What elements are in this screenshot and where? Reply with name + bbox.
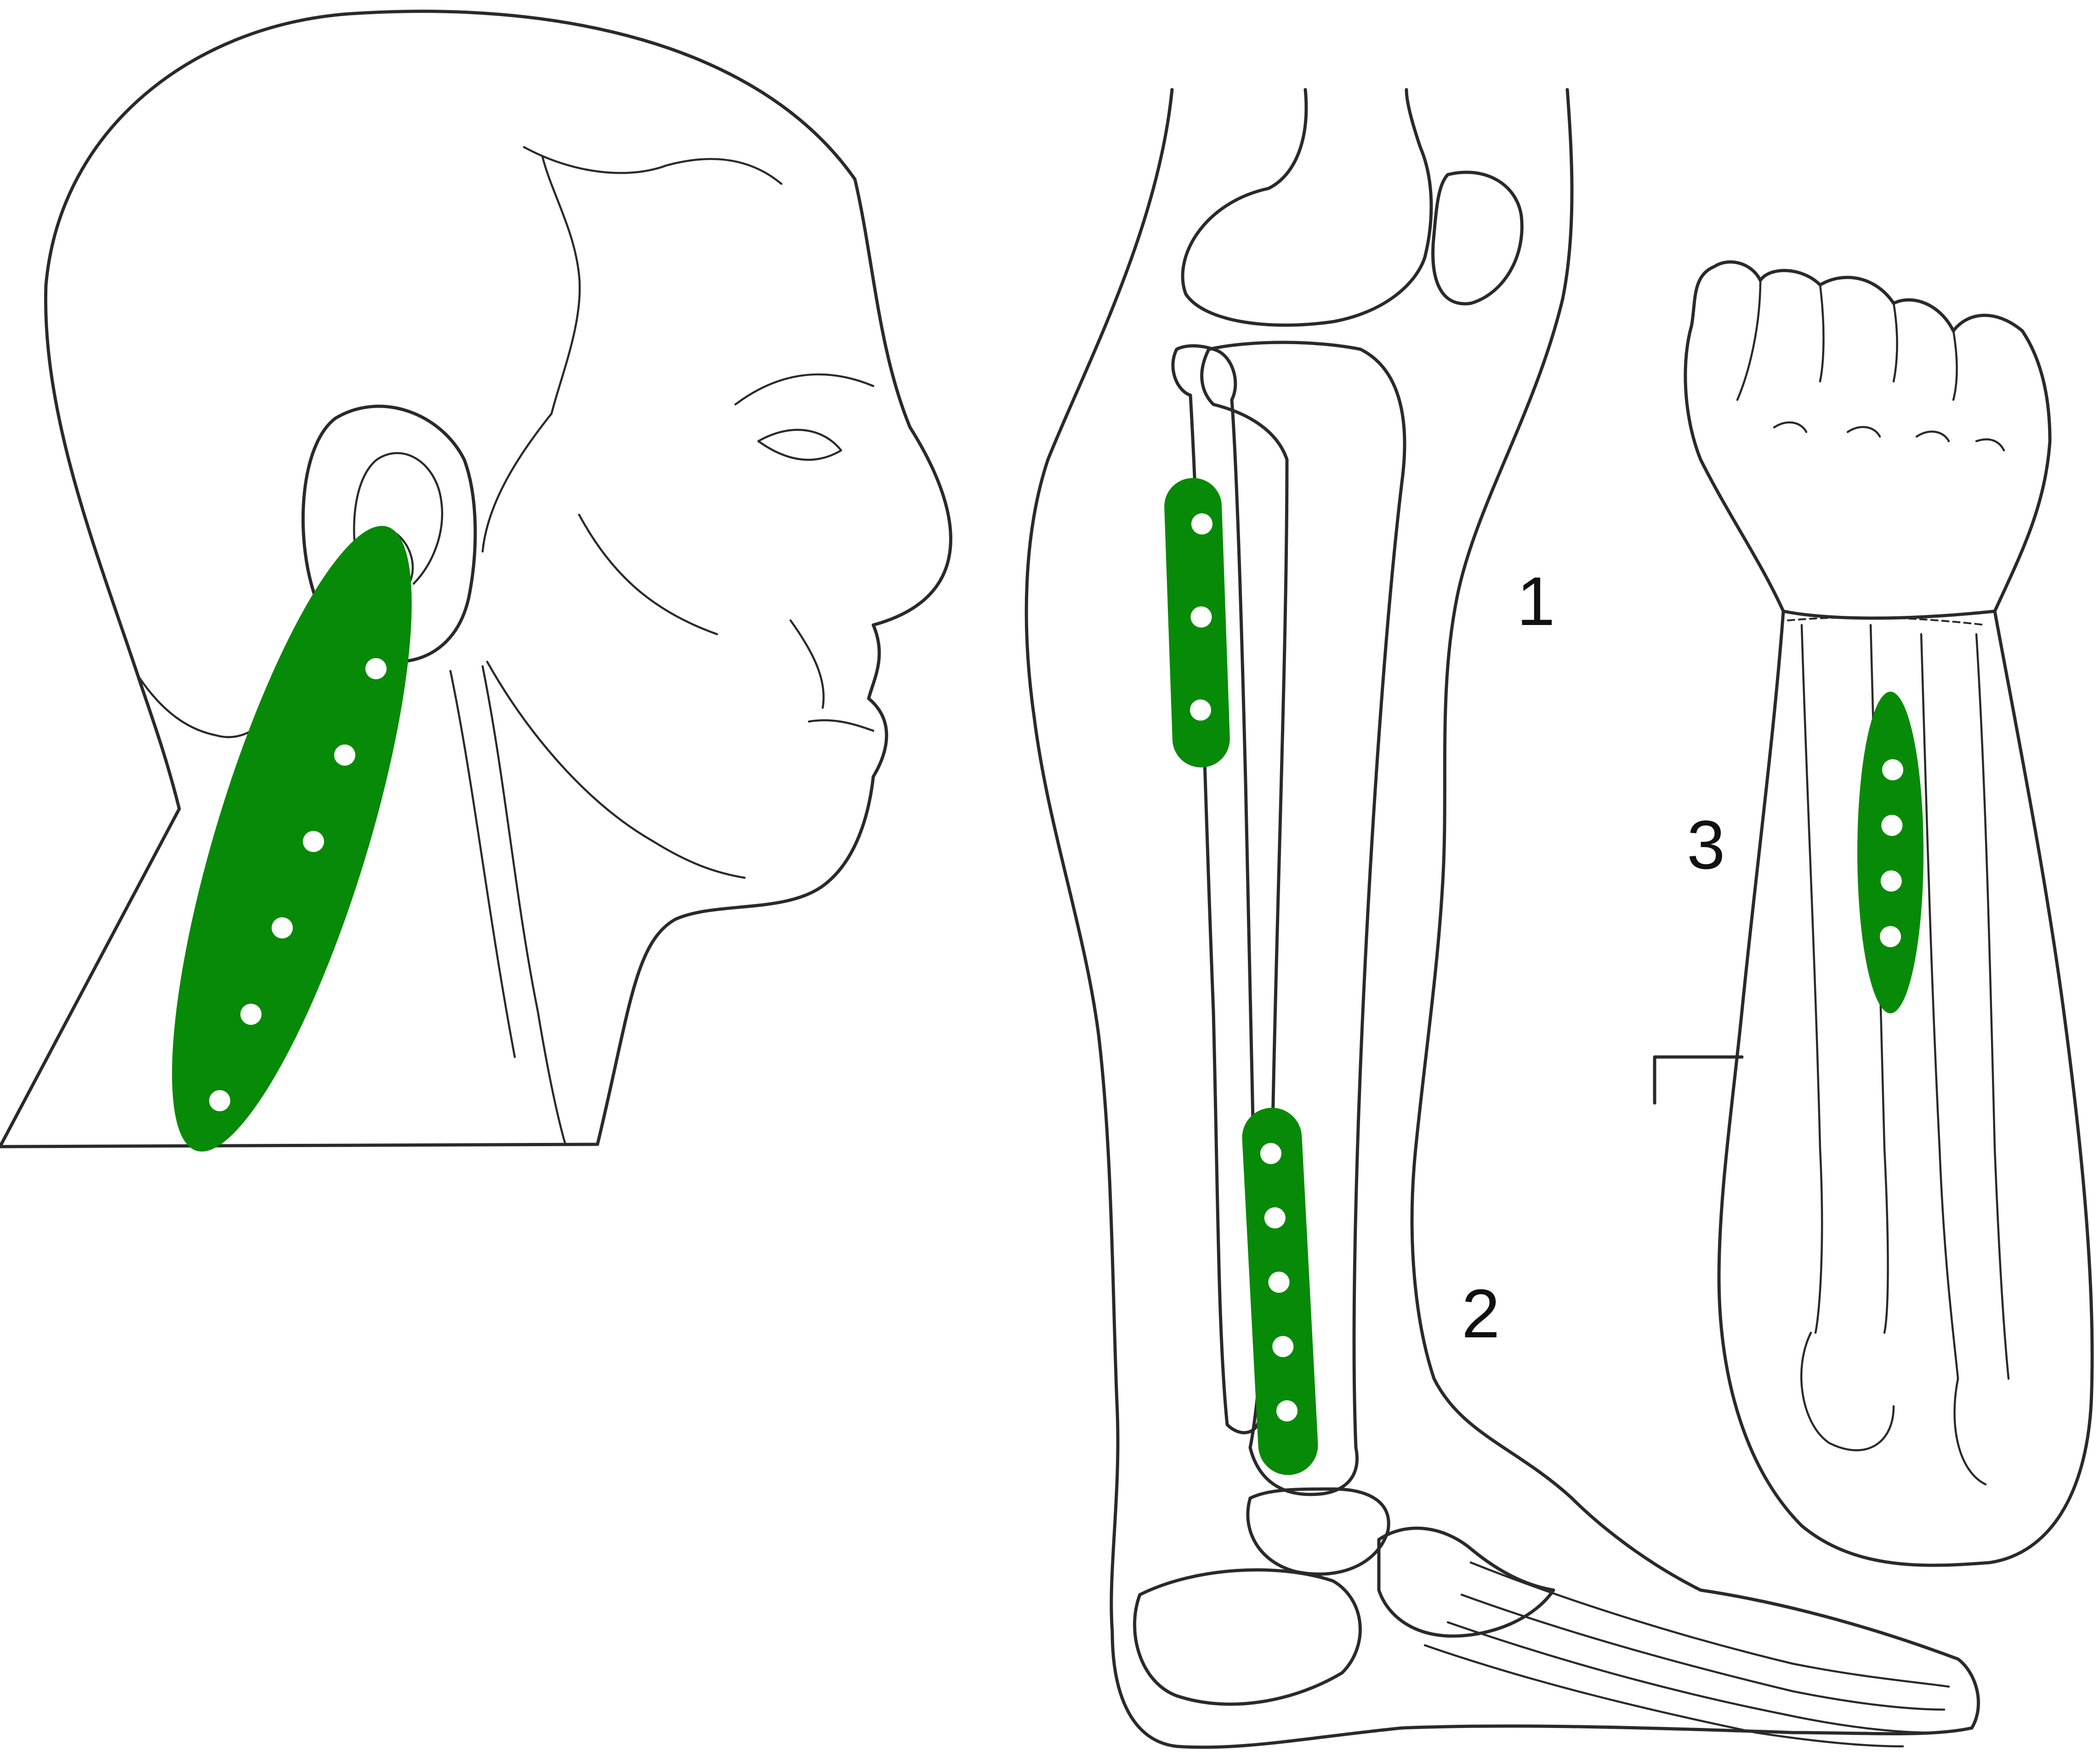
site-upper-leg-markers <box>1190 513 1212 721</box>
site-lower-leg-markers <box>1260 1143 1298 1421</box>
site-1-label: 1 <box>1517 563 1555 640</box>
fist-outline <box>1684 260 2052 620</box>
electrode-marker <box>209 1090 230 1111</box>
site-forearm-patch <box>1857 692 1924 1013</box>
ulna <box>1920 633 2010 1380</box>
electrode-marker <box>1881 815 1903 836</box>
cuff-outline <box>1653 1055 1744 1105</box>
site-2-label: 2 <box>1462 1275 1500 1352</box>
electrode-marker <box>1191 513 1212 534</box>
electrode-marker <box>1272 1336 1294 1357</box>
site-lower-leg <box>1242 1108 1318 1475</box>
forearm-illustration: 3 <box>1653 260 2094 1567</box>
femur-condyle <box>1181 88 1433 327</box>
electrode-marker <box>272 917 293 938</box>
eyebrow-detail <box>734 373 875 406</box>
neck-line-inner <box>449 670 516 1058</box>
finger-lines <box>1736 279 1958 401</box>
patella <box>1431 170 1524 306</box>
hairline-detail <box>481 146 783 553</box>
elbow-detail <box>1800 1331 1987 1486</box>
leg-outline <box>1024 88 1980 1749</box>
electrode-marker <box>1882 759 1903 780</box>
electrode-marker <box>1260 1143 1281 1164</box>
site-neck-patch <box>172 526 412 1152</box>
electrode-marker <box>1264 1207 1286 1228</box>
wrist-dashed-line <box>1787 616 1986 626</box>
site-forearm-markers <box>1880 759 1903 947</box>
site-upper-leg <box>1164 478 1230 767</box>
electrode-marker <box>240 1004 262 1025</box>
head-outline <box>0 10 952 1148</box>
tarsals <box>1377 1526 1555 1638</box>
mouth-detail <box>808 719 875 732</box>
eye-detail <box>757 429 842 461</box>
electrode-marker <box>303 831 324 852</box>
electrode-marker <box>1268 1272 1290 1293</box>
metatarsals <box>1423 1561 1950 1748</box>
neck-line-front <box>481 665 567 1146</box>
electrode-marker <box>365 658 387 679</box>
ear-inner-detail <box>353 452 444 585</box>
electrode-marker <box>1276 1400 1298 1421</box>
head-illustration <box>0 10 952 1152</box>
leg-illustration: 1 2 <box>1024 88 1980 1749</box>
neck-line-jaw <box>486 660 746 879</box>
knuckle-lines <box>1773 421 2005 452</box>
forearm-outline <box>1717 609 2094 1567</box>
electrode-marker <box>1880 870 1902 892</box>
electrode-marker <box>334 744 355 766</box>
site-neck-markers <box>209 658 387 1111</box>
site-forearm <box>1857 692 1924 1013</box>
cheek-fold-detail <box>578 513 825 709</box>
calcaneus <box>1133 1568 1362 1706</box>
electrode-marker <box>1880 926 1901 947</box>
electrode-marker <box>1190 606 1212 628</box>
site-neck <box>172 526 412 1152</box>
electrode-marker <box>1190 699 1211 721</box>
site-3-label: 3 <box>1687 806 1725 883</box>
talus <box>1246 1487 1390 1576</box>
